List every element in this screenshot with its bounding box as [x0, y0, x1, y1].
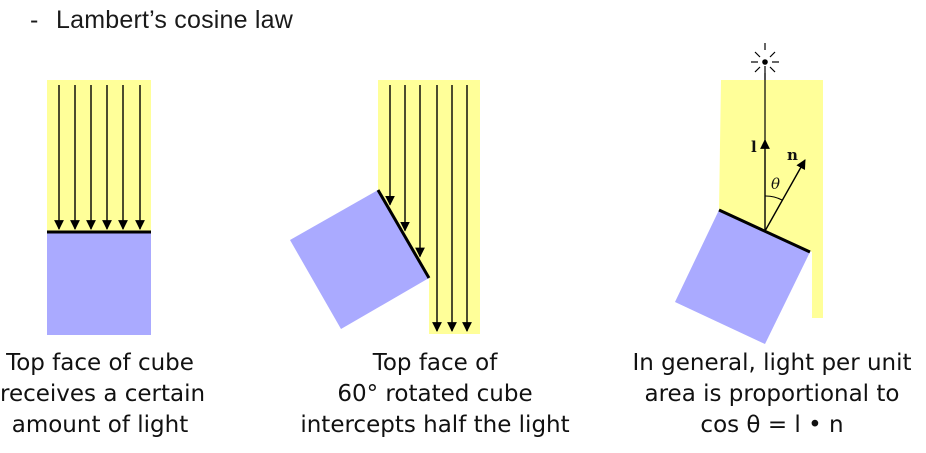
label-theta: θ — [771, 175, 780, 193]
caption-1-line-3: amount of light — [11, 412, 189, 438]
caption-2-line-1: Top face of — [372, 350, 498, 376]
light-source-icon — [751, 43, 779, 80]
caption-2-line-3: intercepts half the light — [300, 412, 570, 438]
bullet-dash: - — [30, 6, 39, 34]
caption-2-line-2: 60° rotated cube — [337, 381, 533, 407]
cube-1 — [47, 232, 151, 335]
heading-text: Lambert’s cosine law — [56, 6, 293, 34]
caption-panel-1: Top face of cube receives a certain amou… — [0, 348, 206, 441]
caption-3-line-1: In general, light per unit — [632, 350, 912, 376]
label-l: l — [751, 138, 757, 156]
vector-n-arrow — [764, 159, 806, 232]
theta-arc — [764, 195, 783, 201]
panel-2-rotated-cube — [290, 80, 480, 334]
label-n: n — [787, 146, 798, 164]
caption-3-line-3: cos θ = l • n — [700, 412, 844, 438]
light-beam-2 — [378, 80, 480, 334]
light-beam-3 — [719, 80, 823, 318]
caption-1-line-2: receives a certain — [0, 381, 206, 407]
caption-3-line-2: area is proportional to — [644, 381, 900, 407]
caption-panel-3: In general, light per unit area is propo… — [622, 348, 922, 441]
cube-3 — [675, 210, 810, 344]
light-beam-1 — [47, 80, 151, 232]
cube-2 — [290, 190, 429, 329]
caption-1-line-1: Top face of cube — [6, 350, 194, 376]
slide-heading: -Lambert’s cosine law — [30, 6, 293, 35]
light-rays-1 — [54, 85, 145, 230]
caption-panel-2: Top face of 60° rotated cube intercepts … — [290, 348, 580, 441]
panel-1-flat-cube — [47, 80, 151, 335]
light-rays-2 — [385, 85, 472, 332]
panel-3-general-case: l n θ — [675, 43, 823, 344]
